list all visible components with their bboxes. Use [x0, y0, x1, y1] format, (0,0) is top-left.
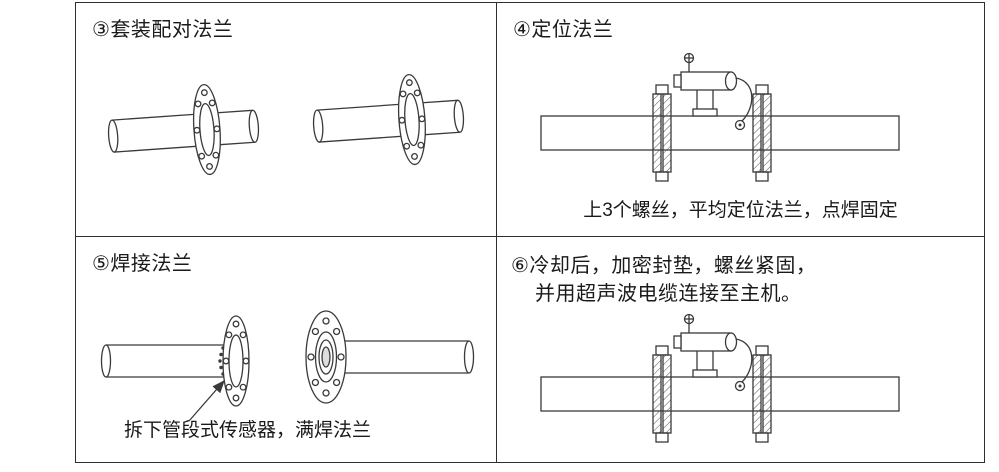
panel-step6: ⑥冷却后，加密封垫，螺丝紧固， 并用超声波电缆连接至主机。 [497, 237, 984, 462]
panel-step3: ③套装配对法兰 [76, 3, 497, 237]
weld-pointer-arrow [188, 380, 225, 422]
pipe-right [344, 340, 475, 374]
panel-step4: ④定位法兰 上3个螺丝，平均定位法兰，点焊固定 [497, 3, 984, 237]
pipe-sensor-assembly [540, 313, 900, 443]
welded-flange [222, 315, 250, 407]
step4-caption: 上3个螺丝，平均定位法兰，点焊固定 [583, 200, 898, 221]
facing-flange-front [305, 310, 347, 404]
step5-caption: 拆下管段式传感器，满焊法兰 [124, 420, 372, 441]
paired-flanges-diagram [104, 70, 468, 182]
panel-step5: ⑤焊接法兰 [76, 237, 497, 462]
steps-grid: ③套装配对法兰 ④定位法兰 上3个螺丝，平均定位法兰，点焊固定 ⑤焊接法兰 [75, 2, 985, 463]
step6-title-line2: 并用超声波电缆连接至主机。 [535, 283, 802, 305]
flanged-pipe-left [104, 80, 263, 182]
step5-title: ⑤焊接法兰 [92, 253, 193, 275]
final-assembly-diagram [540, 313, 900, 443]
pipe-sensor-assembly [540, 52, 900, 182]
welding-flange-diagram [100, 310, 475, 422]
step4-title: ④定位法兰 [513, 19, 614, 41]
positioning-flanges-diagram [540, 52, 900, 182]
pipe-left [100, 344, 226, 378]
flanged-pipe-right [309, 70, 468, 172]
step3-title: ③套装配对法兰 [92, 19, 234, 41]
step6-title-line1: ⑥冷却后，加密封垫，螺丝紧固， [511, 255, 817, 277]
